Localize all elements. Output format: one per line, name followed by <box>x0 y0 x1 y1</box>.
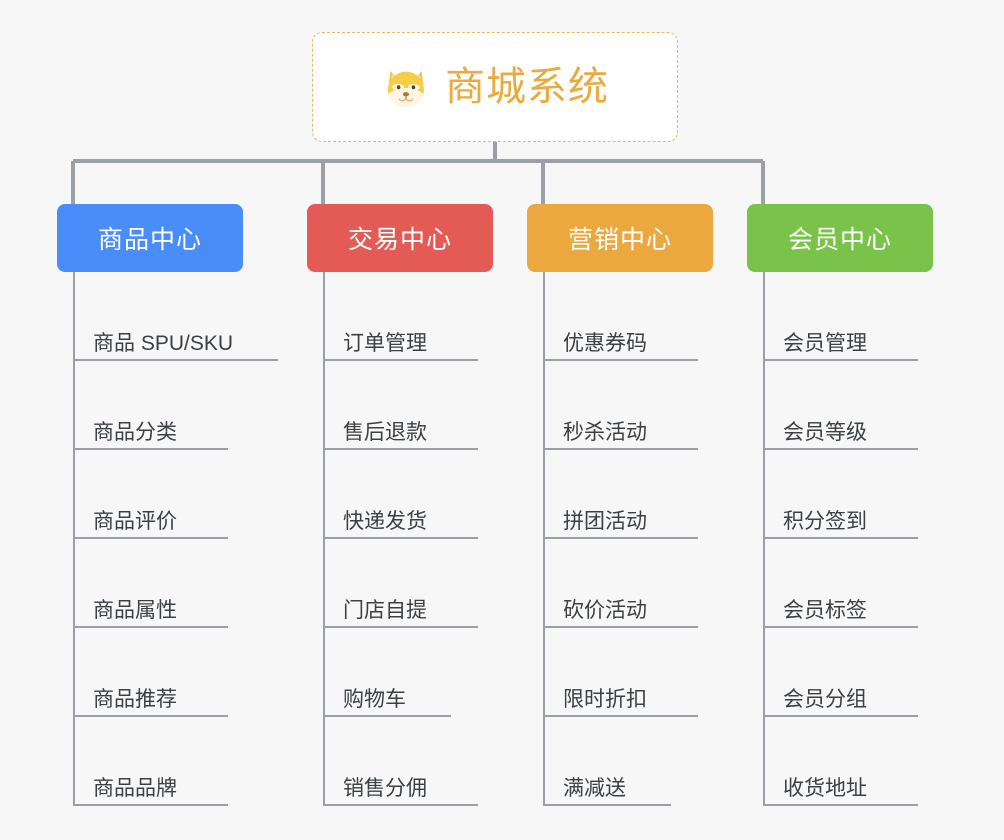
category-box-member-center[interactable]: 会员中心 <box>747 204 933 272</box>
leaf-underline <box>323 359 478 361</box>
leaf-item[interactable]: 拼团活动 <box>527 450 713 539</box>
leaf-item[interactable]: 商品属性 <box>57 539 243 628</box>
leaf-label: 会员管理 <box>783 331 867 355</box>
leaf-item[interactable]: 满减送 <box>527 717 713 806</box>
leaf-item[interactable]: 商品推荐 <box>57 628 243 717</box>
leaf-label: 拼团活动 <box>563 509 647 533</box>
leaf-underline <box>763 537 918 539</box>
leaf-label: 优惠券码 <box>563 331 647 355</box>
leaf-label: 销售分佣 <box>343 776 427 800</box>
leaf-label: 收货地址 <box>783 776 867 800</box>
leaf-label: 商品评价 <box>93 509 177 533</box>
leaf-underline <box>763 715 918 717</box>
leaf-label: 会员等级 <box>783 420 867 444</box>
leaf-underline <box>543 626 698 628</box>
category-label: 营销中心 <box>567 226 672 254</box>
column-marketing-center: 营销中心优惠券码秒杀活动拼团活动砍价活动限时折扣满减送 <box>527 204 713 806</box>
leaf-label: 秒杀活动 <box>563 420 647 444</box>
leaf-underline <box>73 804 228 806</box>
leaf-underline <box>323 626 478 628</box>
leaf-item[interactable]: 限时折扣 <box>527 628 713 717</box>
leaf-item[interactable]: 门店自提 <box>307 539 493 628</box>
leaf-underline <box>763 804 918 806</box>
root-title: 商城系统 <box>445 65 609 109</box>
root-node[interactable]: 商城系统 <box>312 32 678 142</box>
leaf-label: 商品推荐 <box>93 687 177 711</box>
leaf-underline <box>73 537 228 539</box>
leaf-list: 商品 SPU/SKU 商品分类商品评价商品属性商品推荐商品品牌 <box>57 272 278 806</box>
column-spine <box>543 272 545 806</box>
leaf-label: 购物车 <box>343 687 406 711</box>
leaf-label: 满减送 <box>563 776 626 800</box>
leaf-label: 会员分组 <box>783 687 867 711</box>
leaf-underline <box>323 715 451 717</box>
leaf-label: 积分签到 <box>783 509 867 533</box>
leaf-list: 订单管理售后退款快递发货门店自提购物车销售分佣 <box>307 272 493 806</box>
leaf-item[interactable]: 会员等级 <box>747 361 933 450</box>
column-spine <box>323 272 325 806</box>
leaf-item[interactable]: 砍价活动 <box>527 539 713 628</box>
leaf-list: 优惠券码秒杀活动拼团活动砍价活动限时折扣满减送 <box>527 272 713 806</box>
category-label: 会员中心 <box>787 226 892 254</box>
category-box-marketing-center[interactable]: 营销中心 <box>527 204 713 272</box>
leaf-item[interactable]: 商品评价 <box>57 450 243 539</box>
leaf-label: 商品属性 <box>93 598 177 622</box>
leaf-label: 砍价活动 <box>563 598 647 622</box>
leaf-item[interactable]: 销售分佣 <box>307 717 493 806</box>
leaf-item[interactable]: 商品分类 <box>57 361 243 450</box>
leaf-underline <box>73 626 228 628</box>
leaf-underline <box>763 626 918 628</box>
leaf-underline <box>543 448 698 450</box>
shiba-dog-icon <box>381 63 431 113</box>
category-label: 商品中心 <box>97 226 202 254</box>
leaf-underline <box>323 537 478 539</box>
leaf-underline <box>323 804 478 806</box>
leaf-item[interactable]: 售后退款 <box>307 361 493 450</box>
leaf-list: 会员管理会员等级积分签到会员标签会员分组收货地址 <box>747 272 933 806</box>
leaf-underline <box>73 448 228 450</box>
leaf-item[interactable]: 会员分组 <box>747 628 933 717</box>
leaf-item[interactable]: 收货地址 <box>747 717 933 806</box>
leaf-label: 限时折扣 <box>563 687 647 711</box>
category-box-product-center[interactable]: 商品中心 <box>57 204 243 272</box>
leaf-item[interactable]: 会员管理 <box>747 272 933 361</box>
category-label: 交易中心 <box>347 226 452 254</box>
column-spine <box>763 272 765 806</box>
leaf-label: 售后退款 <box>343 420 427 444</box>
leaf-underline <box>323 448 478 450</box>
leaf-underline <box>73 359 278 361</box>
leaf-label: 订单管理 <box>343 331 427 355</box>
leaf-label: 会员标签 <box>783 598 867 622</box>
leaf-label: 商品 SPU/SKU <box>93 331 234 355</box>
leaf-underline <box>763 359 918 361</box>
leaf-underline <box>543 715 698 717</box>
column-spine <box>73 272 75 806</box>
column-trade-center: 交易中心订单管理售后退款快递发货门店自提购物车销售分佣 <box>307 204 493 806</box>
leaf-label: 门店自提 <box>343 598 427 622</box>
leaf-item[interactable]: 秒杀活动 <box>527 361 713 450</box>
leaf-item[interactable]: 积分签到 <box>747 450 933 539</box>
leaf-item[interactable]: 商品品牌 <box>57 717 243 806</box>
leaf-label: 快递发货 <box>343 509 427 533</box>
leaf-item[interactable]: 购物车 <box>307 628 493 717</box>
leaf-label: 商品品牌 <box>93 776 177 800</box>
leaf-item[interactable]: 商品 SPU/SKU <box>57 272 278 361</box>
column-member-center: 会员中心会员管理会员等级积分签到会员标签会员分组收货地址 <box>747 204 933 806</box>
leaf-underline <box>543 804 671 806</box>
leaf-label: 商品分类 <box>93 420 177 444</box>
leaf-item[interactable]: 快递发货 <box>307 450 493 539</box>
leaf-item[interactable]: 订单管理 <box>307 272 493 361</box>
leaf-underline <box>543 537 698 539</box>
column-product-center: 商品中心商品 SPU/SKU 商品分类商品评价商品属性商品推荐商品品牌 <box>57 204 278 806</box>
leaf-underline <box>543 359 698 361</box>
leaf-underline <box>763 448 918 450</box>
leaf-item[interactable]: 会员标签 <box>747 539 933 628</box>
category-box-trade-center[interactable]: 交易中心 <box>307 204 493 272</box>
leaf-item[interactable]: 优惠券码 <box>527 272 713 361</box>
leaf-underline <box>73 715 228 717</box>
